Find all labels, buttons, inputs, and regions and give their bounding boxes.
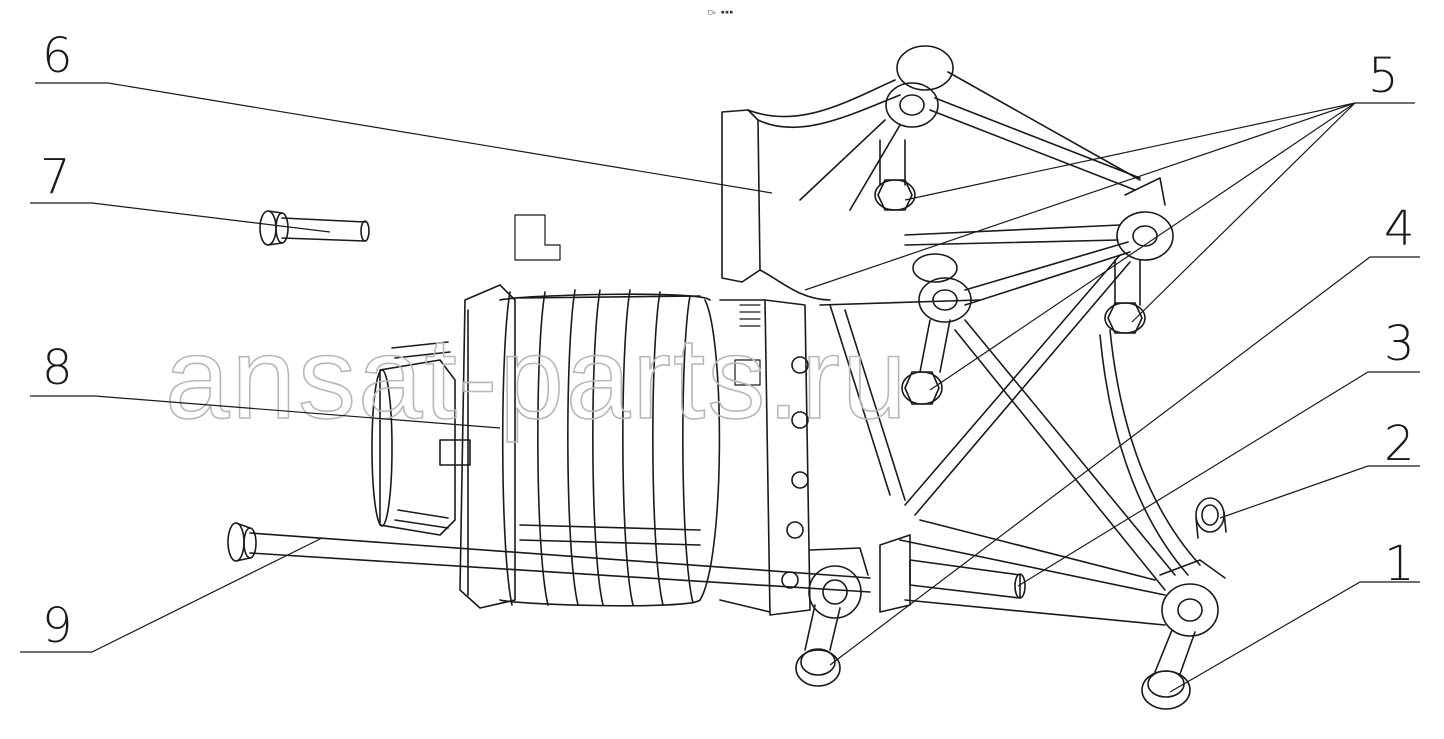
callout-label: 7 (40, 149, 71, 205)
callout-label: 5 (1368, 48, 1399, 104)
mounting-bracket (721, 45, 1226, 637)
callout-7: 7 (30, 149, 331, 233)
callout-label: 3 (1384, 316, 1415, 372)
watermark: ansat-parts.ru (165, 313, 909, 443)
callout-2: 2 (1219, 416, 1420, 519)
bolt-1 (1141, 629, 1196, 710)
callout-label: 8 (42, 340, 73, 396)
callout-9: 9 (20, 537, 323, 654)
callout-label: 6 (42, 28, 73, 84)
alternator (371, 284, 811, 616)
callout-6: 6 (35, 28, 773, 194)
bracket-bolts (874, 139, 1146, 405)
callout-4: 4 (829, 201, 1420, 666)
bolt-9 (227, 522, 871, 593)
callout-1: 1 (1169, 536, 1420, 693)
callout-label: 1 (1384, 536, 1415, 592)
callout-3: 3 (1017, 316, 1420, 587)
bushing-2 (1195, 497, 1227, 539)
callout-label: 9 (42, 598, 73, 654)
top-note: □ₒ ▪▪▪ (708, 8, 733, 16)
bolt-7 (259, 210, 370, 246)
callout-label: 2 (1384, 416, 1415, 472)
callout-label: 4 (1384, 201, 1415, 257)
bolt-4 (795, 604, 841, 687)
sleeve-3 (909, 559, 1026, 599)
callout-5: 5 (804, 48, 1415, 391)
rear-small-parts (514, 214, 761, 386)
callout-8: 8 (30, 340, 501, 429)
